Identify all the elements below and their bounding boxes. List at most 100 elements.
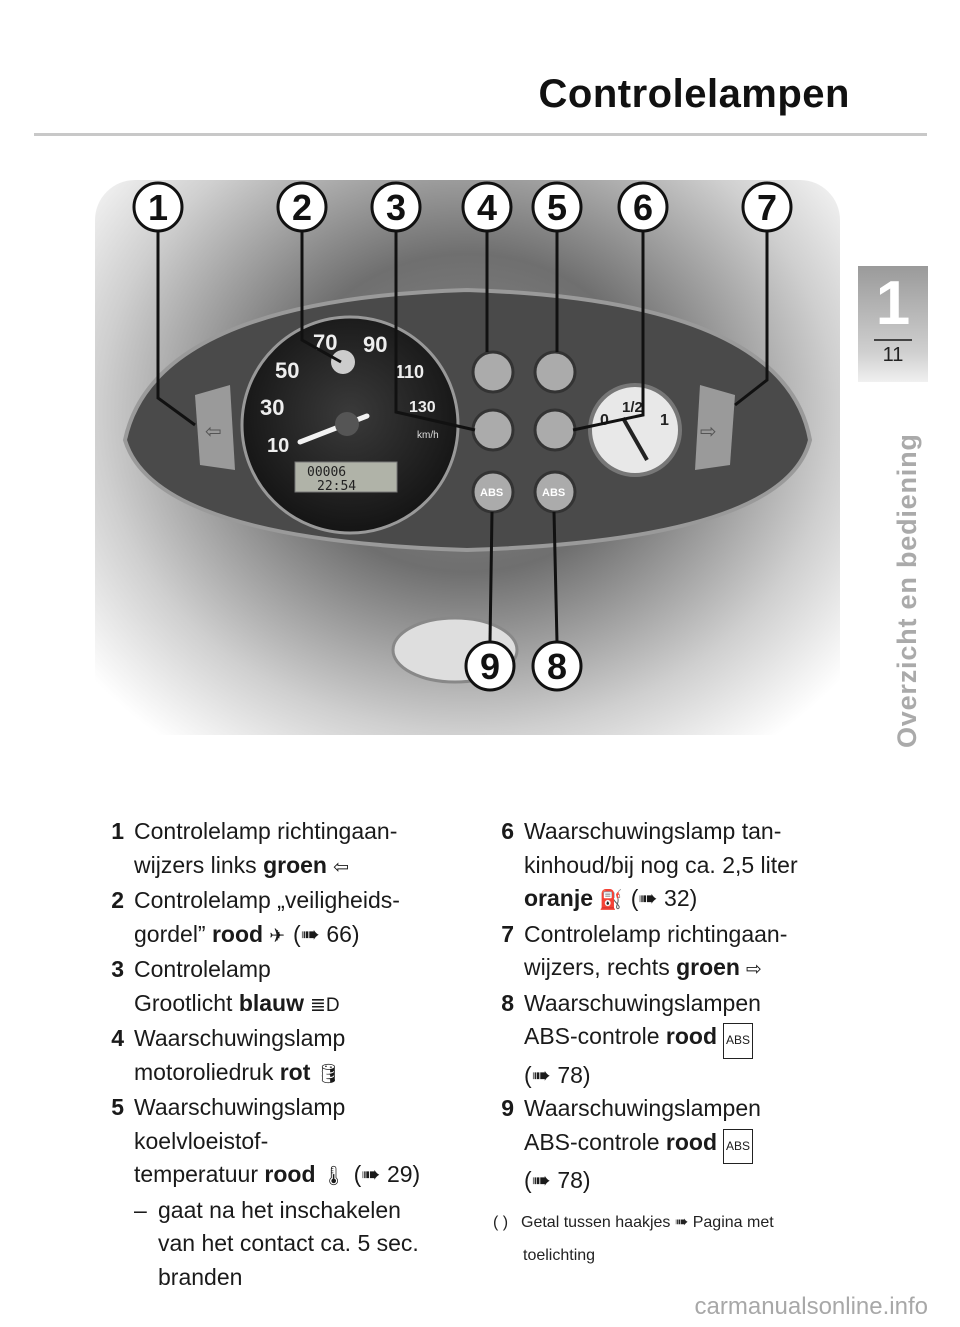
legend-item-3: 3 Controlelamp Grootlicht blauw≣D <box>96 953 466 1022</box>
legend-item-6: 6 Waarschuwingslamp tan- kinhoud/bij nog… <box>486 815 876 918</box>
page-reference: (➠ 78) <box>524 1061 591 1088</box>
item-text: Waarschuwingslamp tan- <box>524 818 782 844</box>
chapter-tab: 1 11 <box>858 266 928 382</box>
color-word: rood <box>211 920 264 947</box>
callout-5-text: 5 <box>547 187 567 228</box>
page-reference: (➠ 29) <box>353 1161 421 1187</box>
callout-4-text: 4 <box>477 187 497 228</box>
item-text: Controlelamp richtingaan- <box>134 818 398 844</box>
callout-7 <box>741 181 793 233</box>
footnote: ( )Getal tussen haakjes ➠ Pagina met toe… <box>493 1206 873 1272</box>
legend-right-column: 6 Waarschuwingslamp tan- kinhoud/bij nog… <box>486 815 876 1198</box>
color-word: groen <box>676 954 740 980</box>
color-word: groen <box>263 851 327 878</box>
oil-can-icon: 🛢 <box>316 1063 341 1085</box>
high-beam-lamp <box>471 408 515 452</box>
item-text: wijzers, rechts <box>524 954 677 980</box>
page-reference: (➠ 78) <box>524 1167 591 1193</box>
seatbelt-icon: ✈ <box>269 925 286 947</box>
lcd-display <box>294 461 398 493</box>
seatbelt-lamp <box>331 350 355 374</box>
color-word: rood <box>665 1023 718 1049</box>
legend-item-2: 2 Controlelamp „veiligheids- gordel” roo… <box>96 884 466 953</box>
legend-left-column: 1 Controlelamp richtingaan- wijzers link… <box>96 815 466 1294</box>
callout-9 <box>464 640 516 692</box>
item-text: kinhoud/bij nog ca. 2,5 liter <box>524 851 798 878</box>
item-text: Controlelamp richtingaan- <box>524 920 788 947</box>
item-text: temperatuur <box>134 1161 265 1187</box>
footnote-paren: ( ) <box>493 1214 509 1231</box>
right-turn-pad <box>695 385 735 470</box>
item-number: 5 <box>111 1094 124 1120</box>
left-arrow-icon: ⇦ <box>205 421 222 443</box>
callout-3-text: 3 <box>386 187 406 228</box>
callout-5 <box>531 181 583 233</box>
item-number: 4 <box>111 1025 124 1051</box>
item-text: ABS-controle <box>524 1023 666 1049</box>
callout-2 <box>276 181 328 233</box>
color-word: rood <box>264 1161 316 1187</box>
speed-label-90: 90 <box>363 332 387 357</box>
item-text: Waarschuwingslampen <box>524 1095 761 1121</box>
sub-note: – gaat na het inschakelen van het contac… <box>96 1194 466 1295</box>
thermometer-icon: 🌡 <box>321 1166 346 1187</box>
fuel-label-0: 0 <box>600 412 609 429</box>
leader-lines <box>156 225 769 643</box>
oil-pressure-lamp <box>471 350 515 394</box>
callout-8 <box>531 640 583 692</box>
item-number: 1 <box>111 818 124 844</box>
callout-7-text: 7 <box>757 187 777 228</box>
item-text: Waarschuwingslamp <box>134 1094 346 1120</box>
item-number: 9 <box>501 1095 514 1121</box>
fuel-needle <box>621 417 649 461</box>
high-beam-icon: ≣D <box>310 994 340 1016</box>
item-number: 7 <box>501 920 514 947</box>
right-turn-icon: ⇨ <box>745 959 762 980</box>
footnote-text: Getal tussen haakjes ➠ Pagina met <box>521 1214 774 1231</box>
item-number: 6 <box>501 818 514 844</box>
needle-hub <box>335 412 359 436</box>
page-reference: (➠ 66) <box>293 920 360 947</box>
legend-item-7: 7 Controlelamp richtingaan- wijzers, rec… <box>486 918 876 987</box>
callout-4 <box>461 181 513 233</box>
item-number: 8 <box>501 989 514 1016</box>
dashboard-illustration: ⇦ ⇨ 70 90 50 110 30 130 10 km/h 00006 22… <box>122 181 813 692</box>
left-turn-icon: ⇦ <box>332 856 349 878</box>
color-word: oranje <box>524 885 594 911</box>
color-word: blauw <box>238 989 304 1016</box>
legend-item-1: 1 Controlelamp richtingaan- wijzers link… <box>96 815 466 884</box>
item-text: Waarschuwingslampen <box>524 989 761 1016</box>
item-text: Controlelamp <box>134 956 271 982</box>
item-text: Grootlicht <box>134 989 239 1016</box>
legend-item-5: 5 Waarschuwingslamp koelvloeistof- tempe… <box>96 1091 466 1194</box>
item-text: motoroliedruk <box>134 1058 280 1085</box>
callout-group: 1 2 3 4 5 6 7 8 9 <box>132 181 793 692</box>
speed-label-50: 50 <box>275 358 299 383</box>
fuel-pump-icon: ⛽ <box>599 890 623 911</box>
item-number: 2 <box>111 887 124 913</box>
abs-icon: ABS <box>723 1023 754 1059</box>
callout-6-text: 6 <box>633 187 653 228</box>
odometer: 00006 <box>307 465 346 480</box>
clock: 22:54 <box>317 479 356 494</box>
speed-label-30: 30 <box>260 395 284 420</box>
speed-label-10: 10 <box>267 435 289 457</box>
sub-note-text: branden <box>158 1263 243 1290</box>
abs-icon: ABS <box>723 1128 754 1164</box>
callout-9-text: 9 <box>480 646 500 687</box>
dashboard-photo: ⇦ ⇨ 70 90 50 110 30 130 10 km/h 00006 22… <box>95 180 840 735</box>
fuel-gauge <box>588 383 682 477</box>
sub-note-text: gaat na het inschakelen <box>158 1196 401 1223</box>
dash: – <box>134 1196 147 1223</box>
chapter-divider <box>874 339 912 341</box>
chapter-number: 1 <box>875 269 911 338</box>
item-text: Waarschuwingslamp <box>134 1025 346 1051</box>
section-label: Overzicht en bediening <box>892 433 922 748</box>
speed-label-70: 70 <box>313 330 337 355</box>
abs-text-left: ABS <box>480 487 503 499</box>
speed-unit: km/h <box>417 430 439 441</box>
callout-3 <box>370 181 422 233</box>
sub-note-text: van het contact ca. 5 sec. <box>158 1230 419 1256</box>
